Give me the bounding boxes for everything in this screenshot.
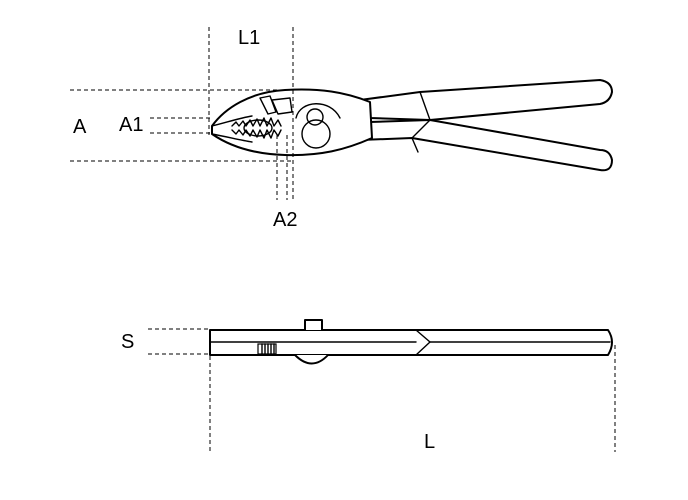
top-dimension-lines [70, 27, 294, 200]
jaw-head [211, 88, 373, 157]
label-l1: L1 [238, 27, 260, 49]
jaw-teeth [231, 117, 282, 127]
cutter-slot [259, 95, 277, 115]
pivot-washer [301, 119, 331, 149]
label-a: A [73, 116, 87, 138]
pivot-bolt [306, 108, 324, 126]
upper-handle [359, 79, 613, 121]
side-pivot-top [304, 319, 323, 331]
lower-handle [359, 119, 613, 172]
side-dimension-lines [148, 328, 616, 452]
pliers-top-view [211, 79, 613, 172]
label-a2: A2 [273, 209, 297, 231]
pliers-side-view [209, 319, 613, 365]
side-teeth [257, 343, 277, 355]
label-a1: A1 [119, 114, 143, 136]
side-pivot-bottom [294, 354, 329, 365]
label-l: L [424, 431, 435, 453]
label-s: S [121, 331, 134, 353]
